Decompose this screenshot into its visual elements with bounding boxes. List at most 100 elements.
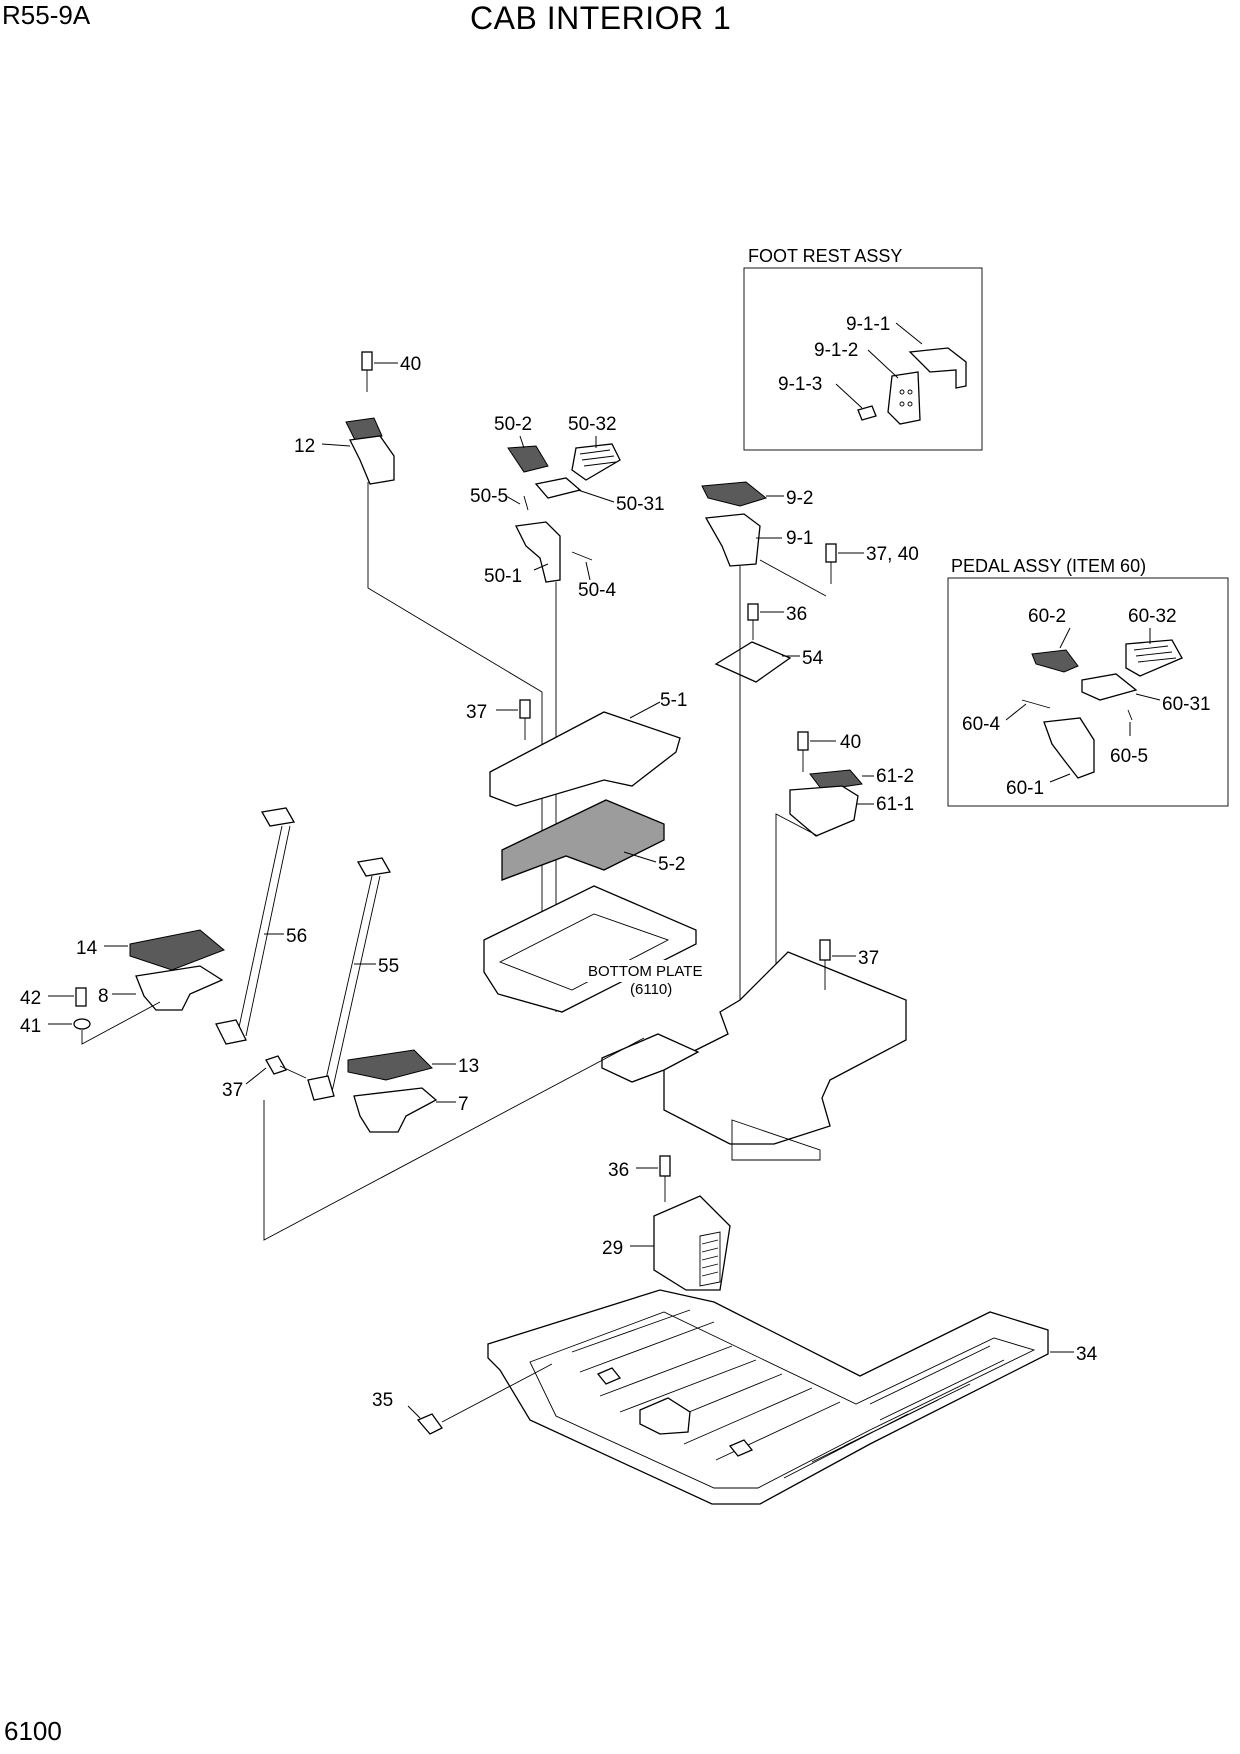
- plate-54: [714, 641, 792, 683]
- callout-8: 8: [98, 986, 109, 1007]
- callout-35: 35: [372, 1390, 393, 1411]
- callout-41: 41: [20, 1016, 41, 1037]
- callout-54: 54: [802, 648, 824, 669]
- pedal-50-group: 50-2 50-32 50-5 50-31 50-1 50-4: [470, 414, 665, 1012]
- callout-42: 42: [20, 988, 41, 1009]
- bolt-37-40: [825, 543, 837, 563]
- bolt-37-right: [819, 939, 831, 961]
- callout-60-4: 60-4: [962, 714, 1000, 735]
- cover-29: [653, 1195, 731, 1291]
- callout-29: 29: [602, 1238, 623, 1259]
- rod-56-top: [260, 807, 296, 827]
- floor-mat-34-group: 34 35: [372, 1289, 1098, 1505]
- bottom-plate-group: BOTTOM PLATE (6110): [483, 885, 907, 1161]
- pedal-bracket-60-1: [1043, 717, 1095, 779]
- left-pedals-group: 56 55 14 8 42 41 13 7 37: [20, 807, 645, 1241]
- callout-9-1-3: 9-1-3: [778, 374, 822, 395]
- callout-36-mid: 36: [786, 604, 807, 625]
- bolt-37-mid: [519, 699, 531, 719]
- callout-40-top: 40: [400, 354, 421, 375]
- pedal-assy-box: PEDAL ASSY (ITEM 60) 60-2 60-32 60-4 60-…: [947, 556, 1229, 807]
- callout-12: 12: [294, 436, 315, 457]
- callout-56: 56: [286, 926, 307, 947]
- callout-50-31: 50-31: [616, 494, 665, 515]
- rod-55-bottom: [307, 1075, 335, 1101]
- callout-37-mid: 37: [466, 702, 487, 723]
- callout-37-left: 37: [222, 1080, 243, 1101]
- callout-55: 55: [378, 956, 399, 977]
- floor-mat-5-1: [489, 711, 681, 807]
- pedal-pad-61-2: [809, 769, 863, 791]
- callout-50-2: 50-2: [494, 414, 532, 435]
- foot-rest-pad-9-2: [701, 481, 768, 507]
- bottom-plate-ref: (6110): [630, 981, 672, 998]
- floor-mat-clip-a: [596, 1367, 622, 1385]
- foot-rest-bolt: [857, 405, 877, 421]
- pedal-pad-13: [347, 1049, 433, 1081]
- bottom-plate-tab: [601, 1033, 700, 1083]
- page-title: CAB INTERIOR 1: [470, 0, 732, 36]
- pedal-12-group: 40 12: [294, 351, 543, 1000]
- callout-50-5: 50-5: [470, 486, 508, 507]
- pedal-12-body: [349, 435, 395, 485]
- rod-56-bottom: [215, 1019, 247, 1045]
- rod-55-top: [356, 857, 392, 877]
- callout-5-2: 5-2: [658, 854, 685, 875]
- callout-50-1: 50-1: [484, 566, 522, 587]
- callout-37-right: 37: [858, 948, 879, 969]
- bottom-plate-label: BOTTOM PLATE: [588, 963, 702, 980]
- pedal-assy-title: PEDAL ASSY (ITEM 60): [951, 556, 1146, 576]
- callout-36-low: 36: [608, 1160, 629, 1181]
- floor-mat-5-2: [501, 799, 665, 881]
- callout-61-2: 61-2: [876, 766, 914, 787]
- bracket-50-1: [515, 521, 561, 583]
- callout-13: 13: [458, 1056, 479, 1077]
- foot-rest-assy-title: FOOT REST ASSY: [748, 246, 902, 266]
- floor-mat-recess: [639, 1397, 691, 1435]
- bolt-42: [75, 987, 87, 1007]
- callout-50-4: 50-4: [578, 580, 616, 601]
- plate-50-31: [534, 477, 582, 499]
- callout-60-31: 60-31: [1162, 694, 1211, 715]
- pedal-plate-60-31: [1081, 673, 1138, 701]
- bolt-37-right-group: 37: [819, 939, 879, 990]
- callout-9-1: 9-1: [786, 528, 813, 549]
- pedal-bracket-8: [135, 965, 224, 1011]
- bottom-plate-right: [663, 951, 907, 1145]
- callout-9-1-1: 9-1-1: [846, 314, 890, 335]
- callout-37-40: 37, 40: [866, 544, 919, 565]
- cover-29-group: 36 29: [602, 1155, 731, 1291]
- foot-rest-9-group: 9-2 9-1 37, 40 36 54: [701, 481, 919, 1100]
- callout-40-mid: 40: [840, 732, 861, 753]
- page-number: 6100: [4, 1716, 62, 1746]
- pedal-12-pad: [345, 417, 383, 443]
- callout-60-2: 60-2: [1028, 606, 1066, 627]
- callout-61-1: 61-1: [876, 794, 914, 815]
- foot-rest-bracket: [887, 371, 921, 425]
- callout-34: 34: [1076, 1344, 1098, 1365]
- callout-60-32: 60-32: [1128, 606, 1177, 627]
- bolt-37-left: [265, 1055, 287, 1075]
- callout-60-5: 60-5: [1110, 746, 1148, 767]
- bolt-40-top: [361, 351, 373, 371]
- bolt-36-mid: [747, 603, 759, 621]
- model-code: R55-9A: [2, 0, 91, 30]
- pedal-61-group: 40 61-2 61-1: [775, 731, 914, 1008]
- pedal-61-1: [789, 785, 859, 837]
- bolt-36-low: [659, 1155, 671, 1177]
- callout-5-1: 5-1: [660, 690, 687, 711]
- bolt-40-mid: [797, 731, 809, 751]
- pedal-50-2: [507, 445, 549, 473]
- washer-41: [73, 1018, 91, 1030]
- callout-60-1: 60-1: [1006, 778, 1044, 799]
- callout-7: 7: [458, 1094, 469, 1115]
- foot-rest-assy-box: FOOT REST ASSY 9-1-1 9-1-2 9-1-3: [743, 246, 983, 451]
- floor-mat-34: [487, 1289, 1049, 1505]
- rubber-50-32: [571, 443, 621, 481]
- foot-rest-plate: [908, 347, 967, 389]
- foot-rest-9-1: [704, 513, 761, 567]
- floor-mat-group: 37 5-1 5-2: [466, 690, 687, 881]
- callout-9-1-2: 9-1-2: [814, 340, 858, 361]
- callout-9-2: 9-2: [786, 488, 813, 509]
